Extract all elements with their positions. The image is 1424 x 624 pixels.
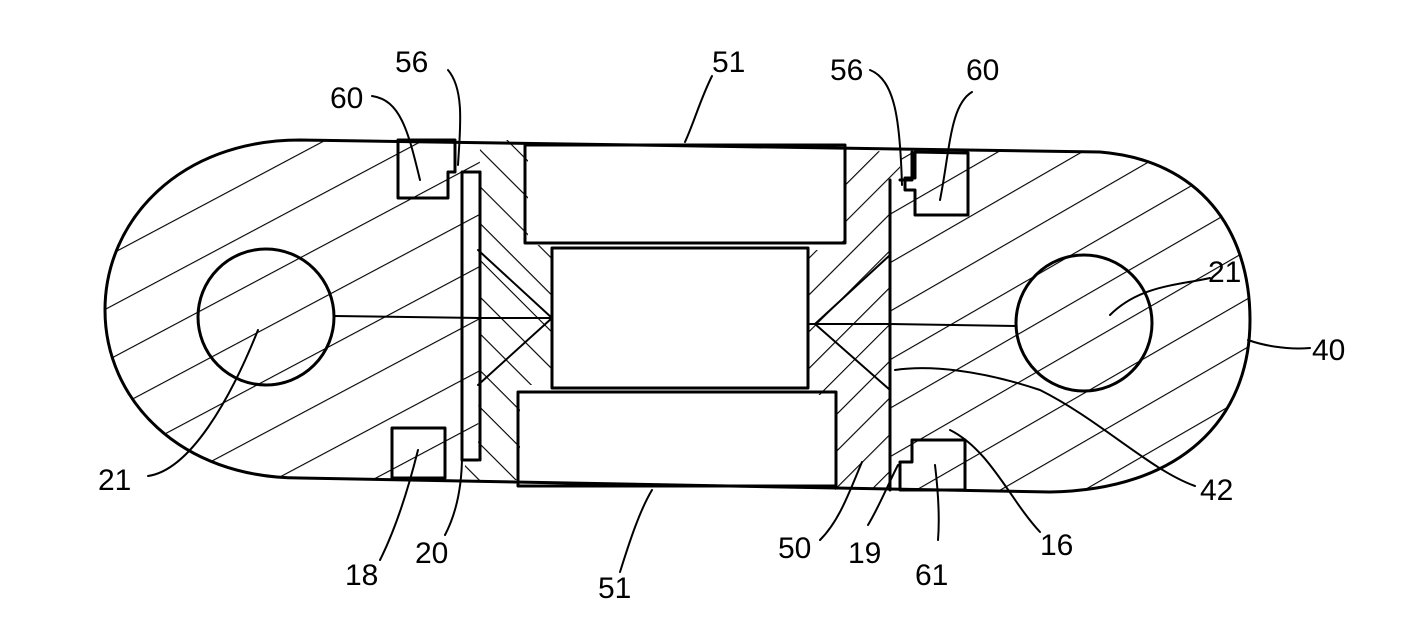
label-50: 50 [778, 532, 811, 565]
label-60-left: 60 [330, 82, 363, 115]
left-body-section [105, 140, 530, 478]
label-51-bottom: 51 [598, 572, 631, 605]
right-body-section [835, 150, 1250, 492]
label-21-left: 21 [98, 464, 131, 497]
label-19: 19 [848, 537, 881, 570]
label-56-right: 56 [830, 54, 863, 87]
top-bearing-block [525, 145, 845, 243]
label-51-top: 51 [712, 46, 745, 79]
label-21-right: 21 [1208, 256, 1241, 289]
label-60-right: 60 [966, 54, 999, 87]
label-40: 40 [1312, 334, 1345, 367]
label-16: 16 [1040, 529, 1073, 562]
bottom-bearing-block [518, 392, 836, 486]
label-42: 42 [1200, 474, 1233, 507]
center-bore [552, 248, 808, 388]
label-61: 61 [915, 559, 948, 592]
label-20: 20 [415, 537, 448, 570]
label-56-left: 56 [395, 46, 428, 79]
label-18: 18 [345, 559, 378, 592]
